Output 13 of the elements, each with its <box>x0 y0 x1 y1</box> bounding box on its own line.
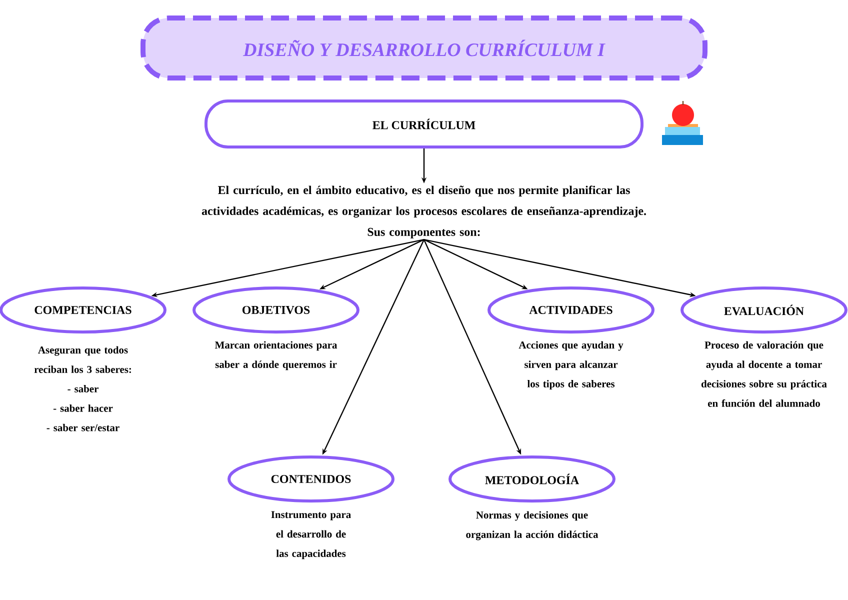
node-label: - saber hacer <box>53 404 113 412</box>
node-label: - saber <box>68 385 98 392</box>
description-text: Normas y decisiones que organizan la acción didáctica <box>466 511 598 540</box>
description-text: Marcan orientaciones para saber a dónde queremos ir <box>214 341 338 370</box>
title-banner: DISEÑO Y DESARROLLO CURRÍCULUM I <box>140 16 708 80</box>
node-label: Aseguran que todos reciban los 3 saberes: <box>34 346 131 374</box>
description-text: Aseguran que todos reciban los 3 saberes: - saber - saber hacer - saber ser/estar <box>34 346 131 432</box>
description-text: Acciones que ayudan y sirven para alcanzar los tipos de saberes <box>518 341 624 390</box>
definition-text: El currículo, en el ámbito educativo, es el diseño que nos permite planificar las actividades académicas, es organizar los procesos escolares de enseñanza-aprendizaje. Sus componentes son: <box>202 186 646 238</box>
node-label: - saber ser/estar <box>46 424 120 432</box>
description-text: Instrumento para el desarrollo de las capacidades <box>271 511 351 560</box>
description-text: Proceso de valoración que ayuda al docente a tomar decisiones sobre su práctica en función del alumnado <box>701 341 827 407</box>
heading-box: EL CURRÍCULUM <box>204 100 644 148</box>
